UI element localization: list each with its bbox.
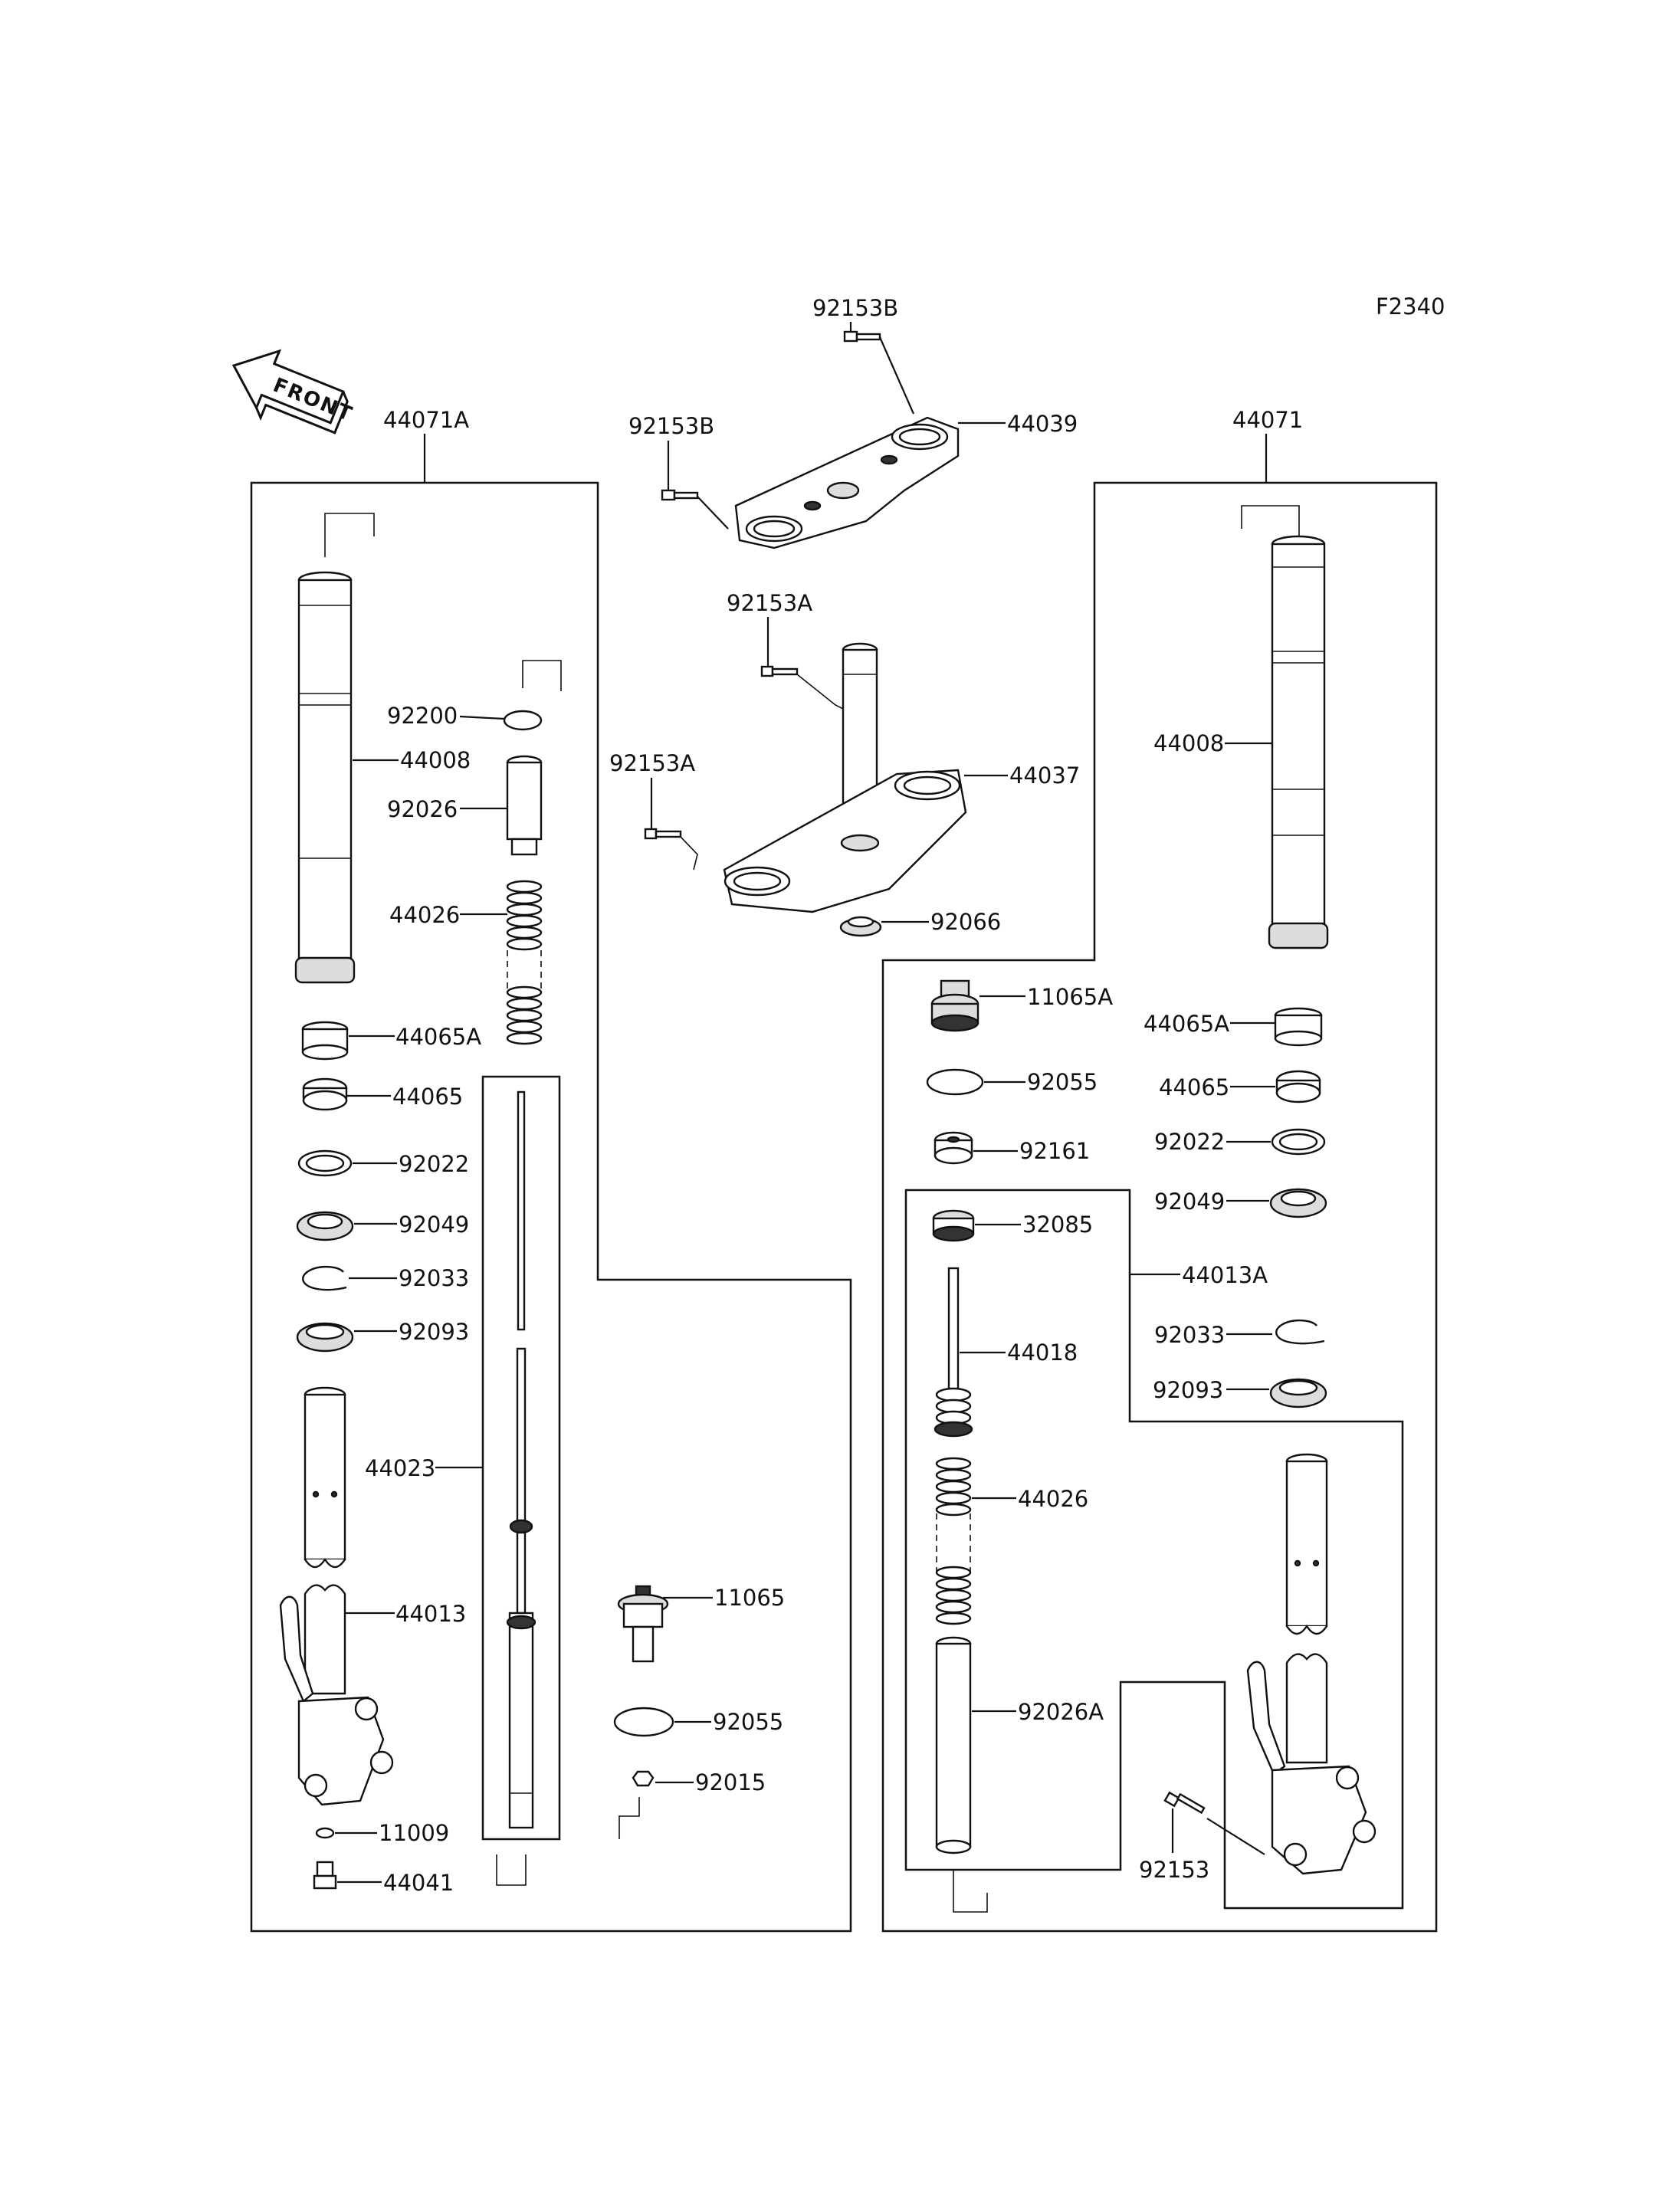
sub-assembly-44013A-frame [904,1189,1404,1910]
washer-92200 [459,660,562,731]
callout-44065-right: 44065 [1159,1074,1229,1100]
callout-92049-right: 92049 [1154,1189,1225,1215]
callout-92033-left: 92033 [399,1265,469,1291]
bushing-44065-right [1230,1070,1321,1103]
diagram-code: F2340 [1376,293,1445,320]
o-ring-92055-right [926,1068,1025,1096]
bolt-92153B-left [661,489,699,501]
left-fork-group: 44071A 44008 92200 92026 [250,407,852,1933]
washer-92161 [934,1131,1018,1165]
callout-92161: 92161 [1019,1138,1090,1164]
cartridge-44018 [934,1267,1006,1438]
callout-92153A-top: 92153A [727,590,812,616]
callout-92093-left: 92093 [399,1319,469,1345]
callout-44065A-left: 44065A [395,1024,481,1050]
washer-92022-right [1226,1128,1326,1156]
collar-92026A [935,1636,1016,1913]
collar-92026 [460,755,543,856]
top-cap-11065A [930,979,1025,1032]
callout-92055-left: 92055 [713,1709,783,1735]
washer-92022-left [297,1149,397,1177]
stem-bracket-44037 [723,642,1008,913]
bushing-44065A-right [1230,1007,1323,1047]
nut-92015 [619,1770,694,1839]
circlip-92033-right [1226,1319,1325,1345]
left-fork-frame [250,481,852,1933]
callout-44026-right: 44026 [1018,1486,1088,1512]
seal-92066 [839,916,929,937]
callout-44023: 44023 [365,1455,435,1481]
callout-92022-right: 92022 [1154,1129,1225,1155]
callout-44013A: 44013A [1182,1262,1268,1288]
callout-92015: 92015 [695,1769,766,1795]
gasket-11009 [315,1827,377,1839]
callout-44026-left: 44026 [389,902,460,928]
bushing-44065-left [302,1077,391,1111]
callout-44018: 44018 [1007,1340,1078,1366]
circlip-92033-left [302,1265,397,1291]
right-fork-frame [881,481,1438,1933]
callout-44013: 44013 [395,1601,466,1627]
outer-tube-44013 [279,1386,395,1806]
callout-92153: 92153 [1139,1857,1209,1883]
callout-44065A-right: 44065A [1144,1011,1229,1037]
callout-92153A-left: 92153A [609,750,695,776]
callout-32085: 32085 [1022,1212,1093,1238]
bolt-92153A-left [644,828,682,840]
callout-92055-right: 92055 [1027,1069,1098,1095]
assembly-44071A-label: 44071A [383,407,469,433]
bushing-44065A-left [301,1021,395,1061]
inner-tube-44008-right [1225,505,1329,949]
callout-92049-left: 92049 [399,1212,469,1238]
damper-assembly-44023 [435,1075,561,1886]
spring-top [506,880,543,951]
front-arrow-icon: FRONT [231,349,356,434]
callout-44039: 44039 [1007,411,1078,437]
callout-92066: 92066 [930,909,1001,935]
bolt-92153A-top [760,665,799,677]
bolt-92153 [1163,1791,1265,1855]
callout-44065-left: 44065 [392,1084,463,1110]
callout-92093-right: 92093 [1153,1377,1223,1403]
assembly-44071-label: 44071 [1232,407,1303,433]
callout-44008-left: 44008 [400,747,471,773]
spring-44026-left [460,880,543,1045]
right-fork-group: 44071 44008 11065A 92 [881,407,1438,1933]
bolt-44041 [313,1861,382,1890]
callout-11009: 11009 [379,1820,449,1846]
upper-bracket-44039 [734,416,1006,549]
top-cap-11065 [617,1585,713,1663]
outer-tube-44013A [1246,1453,1376,1875]
callout-92026A: 92026A [1018,1699,1104,1725]
dust-seal-92093-left [296,1322,397,1353]
spring-44026-right [935,1457,1016,1625]
callout-92026: 92026 [387,796,458,822]
callout-11065A: 11065A [1027,984,1113,1010]
bolt-92153B-top [843,330,881,343]
oil-seal-92049-left [296,1211,397,1241]
steering-group: 92153B 92153B 44039 92153A [609,295,1080,937]
callout-44037: 44037 [1009,762,1080,789]
stopper-32085 [932,1209,1021,1242]
callout-92153B-left: 92153B [628,413,714,439]
callout-92200: 92200 [387,703,458,729]
dust-seal-92093-right [1226,1378,1327,1408]
callout-44041: 44041 [383,1870,454,1896]
callout-92153B-top: 92153B [812,295,898,321]
oil-seal-92049-right [1226,1188,1327,1218]
callout-92033-right: 92033 [1154,1322,1225,1348]
o-ring-92055-left [613,1707,711,1737]
inner-tube-44008 [294,513,399,984]
spring-bottom [506,985,543,1045]
callout-11065: 11065 [714,1585,785,1611]
callout-92022-left: 92022 [399,1151,469,1177]
callout-44008-right: 44008 [1153,730,1224,756]
